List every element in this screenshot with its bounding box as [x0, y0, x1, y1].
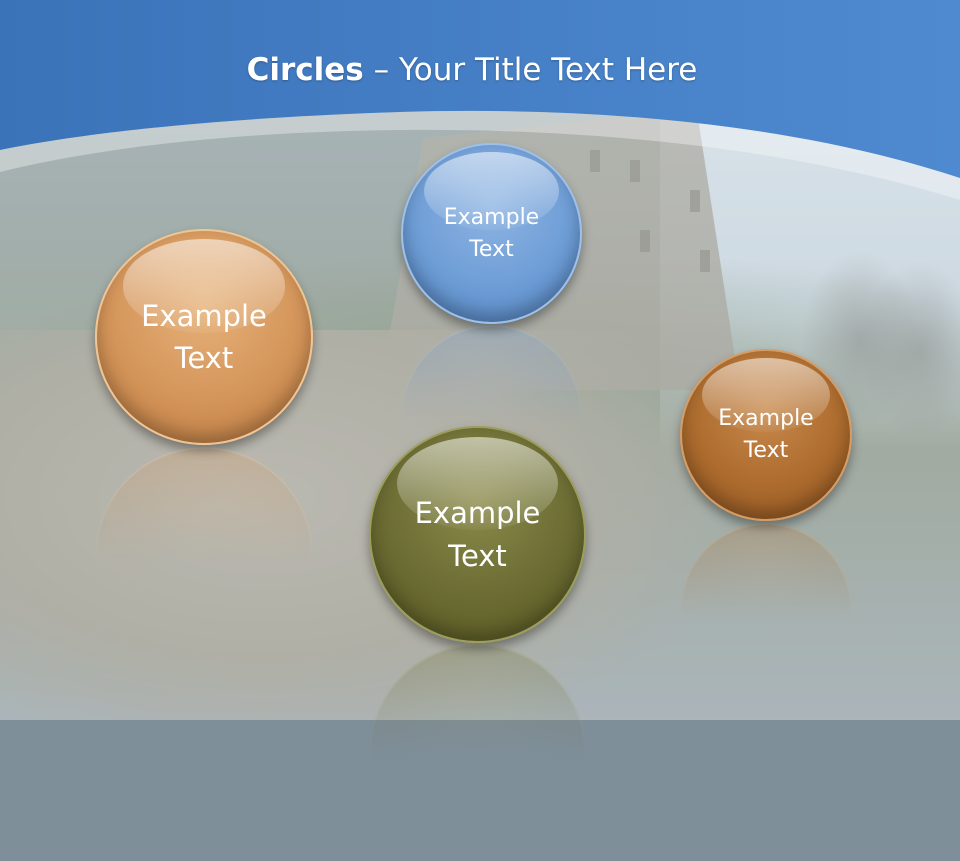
circle-blue[interactable]: Example Text	[401, 143, 582, 324]
circle-label: Example Text	[443, 204, 540, 262]
header-wave	[0, 0, 960, 200]
circle-label: Example Text	[414, 496, 541, 573]
title-bold: Circles	[246, 52, 364, 88]
background-tree	[860, 260, 960, 440]
circle-reflection	[369, 644, 586, 861]
castle-window	[640, 230, 650, 252]
castle-window	[590, 150, 600, 172]
castle-window	[700, 250, 710, 272]
header-band: Circles – Your Title Text Here	[0, 0, 960, 200]
castle-window	[630, 160, 640, 182]
circle-label: Example Text	[718, 406, 814, 463]
circle-reflection	[680, 523, 852, 695]
circle-reflection	[95, 447, 313, 663]
circle-label: Example Text	[141, 298, 267, 375]
title-rest: – Your Title Text Here	[363, 52, 698, 88]
circle-olive[interactable]: Example Text	[369, 426, 586, 643]
circle-orange[interactable]: Example Text	[95, 229, 313, 445]
circle-brown[interactable]: Example Text	[680, 349, 852, 521]
castle-window	[690, 190, 700, 212]
slide-title: Circles – Your Title Text Here	[0, 52, 944, 88]
